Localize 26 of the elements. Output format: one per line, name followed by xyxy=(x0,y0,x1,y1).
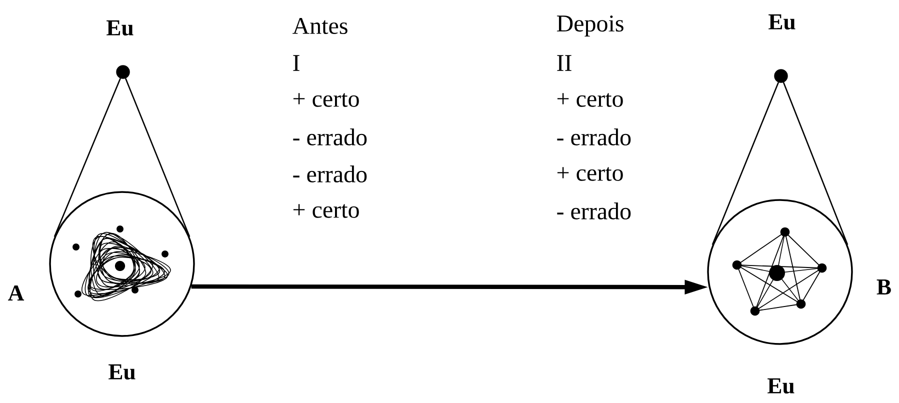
cone-line xyxy=(124,78,190,237)
cone-line xyxy=(782,82,848,245)
table-text: I xyxy=(293,55,300,71)
table-text: II xyxy=(557,55,572,71)
cone-line xyxy=(712,82,780,245)
table-text: - errado xyxy=(293,128,367,146)
circle xyxy=(707,199,853,345)
table-text: - errado xyxy=(557,128,631,146)
dot xyxy=(774,69,788,83)
label: Eu xyxy=(768,378,794,394)
table-text: + certo xyxy=(557,93,623,107)
circle xyxy=(49,191,195,337)
table-text: Depois xyxy=(556,16,624,36)
table-text: Antes xyxy=(292,18,348,34)
label: Eu xyxy=(108,364,136,380)
label: B xyxy=(876,280,891,294)
cone-line xyxy=(54,78,121,237)
table-text: - errado xyxy=(293,166,367,182)
label: A xyxy=(8,286,24,300)
label: Eu xyxy=(768,14,796,30)
label: Eu xyxy=(106,20,134,36)
table-text: + certo xyxy=(293,204,359,218)
dot xyxy=(116,65,130,79)
table-text: + certo xyxy=(293,93,359,107)
table-text: - errado xyxy=(557,202,631,220)
table-text: + certo xyxy=(557,167,623,181)
